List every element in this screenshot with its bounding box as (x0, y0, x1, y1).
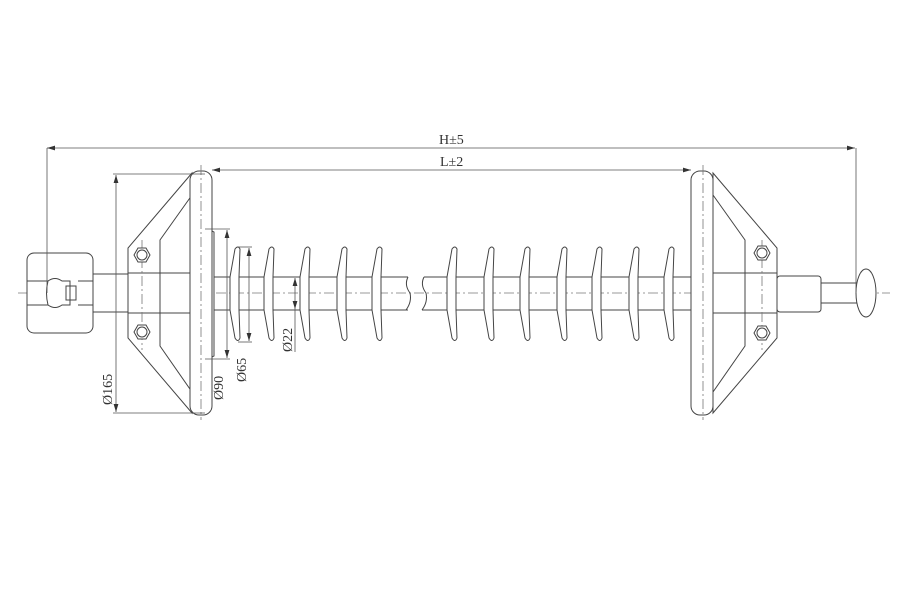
shed (556, 246, 568, 341)
shed (628, 246, 640, 341)
socket-end-fitting (26, 165, 213, 420)
dimension-section-length: L±2 (212, 155, 691, 173)
sheds (229, 246, 675, 341)
shed (371, 246, 383, 341)
shed (446, 246, 458, 341)
large-shed-diameter-label: Ø90 (212, 376, 227, 400)
dimension-flange-diameter: Ø165 (101, 173, 205, 414)
dimension-large-shed-diameter: Ø90 (205, 228, 230, 400)
dimension-overall-length: H±5 (46, 133, 857, 293)
shed (519, 246, 531, 341)
shed (483, 246, 495, 341)
bolt-icon (133, 324, 151, 340)
shed (299, 246, 311, 341)
ball-end-fitting (690, 165, 877, 420)
bolt-icon (753, 245, 771, 261)
bolt-icon (753, 325, 771, 341)
overall-length-label: H±5 (439, 133, 464, 148)
flange-diameter-label: Ø165 (101, 374, 116, 405)
dimension-core-diameter: Ø22 (281, 278, 298, 352)
bolt-icon (133, 247, 151, 263)
dimension-shed-diameter: Ø65 (235, 246, 252, 382)
core-diameter-label: Ø22 (281, 328, 296, 352)
shed-diameter-label: Ø65 (235, 358, 250, 382)
section-length-label: L±2 (440, 155, 463, 170)
shed (336, 246, 348, 341)
shed (591, 246, 603, 341)
shed (263, 246, 275, 341)
shed (663, 246, 675, 341)
shed (229, 246, 241, 341)
